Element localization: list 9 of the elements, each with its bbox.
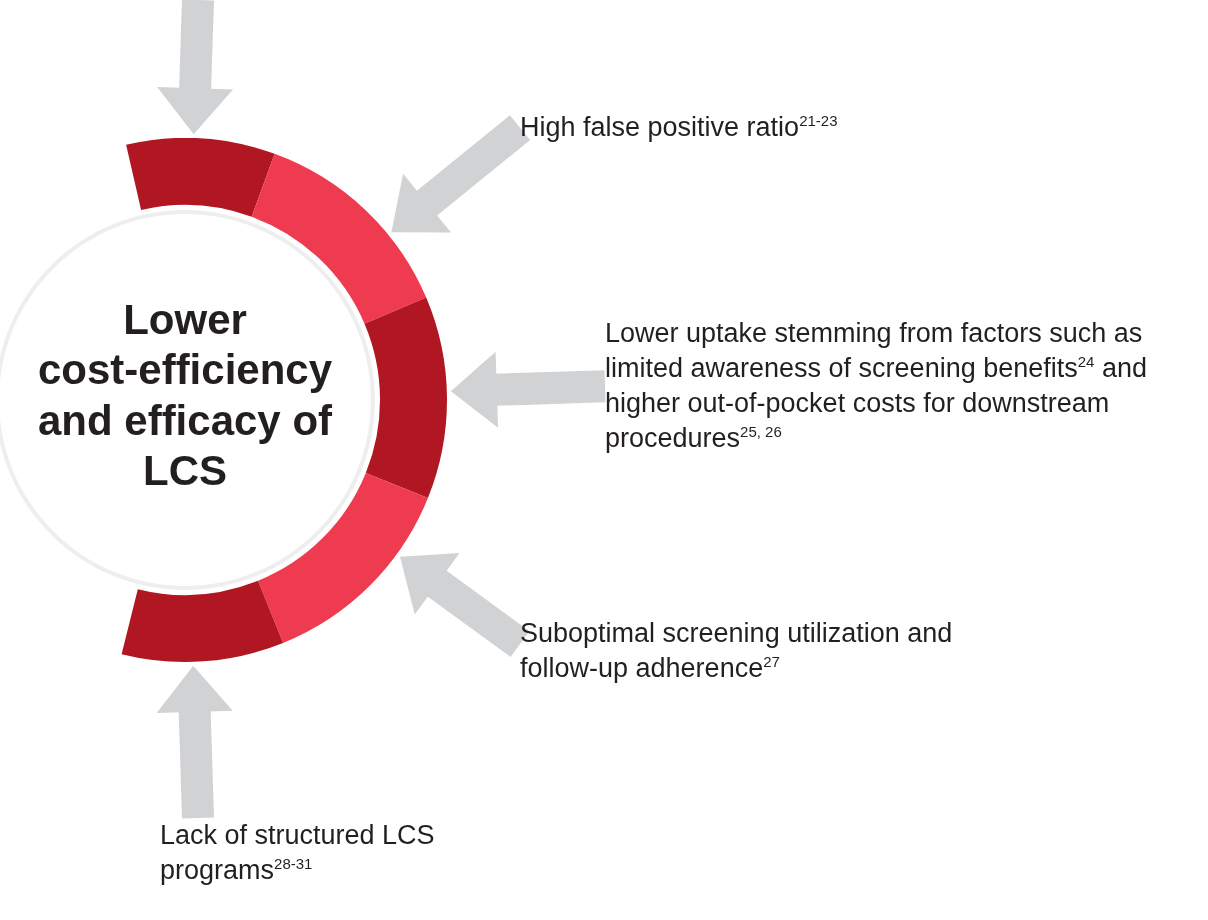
block-arrow <box>450 351 606 428</box>
center-title: Lower cost-efficiency and efficacy of LCS <box>36 295 334 497</box>
factor-text: Lower uptake stemming from factors such as limited awareness of screening benefits$^{24}$ and higher out-of-pocket costs for downstream procedures$^{25, 26}$ <box>605 317 1148 456</box>
block-arrow <box>157 0 234 135</box>
factor-text: Suboptimal screening utilization and follow-up adherence$^{27}$ <box>520 617 954 686</box>
factor-text: High false positive ratio$^{21-23}$ <box>520 111 839 144</box>
ring-diagram <box>0 138 447 662</box>
block-arrow <box>156 665 233 819</box>
factor-text: Lack of structured LCS programs$^{28-31}$ <box>160 819 436 888</box>
